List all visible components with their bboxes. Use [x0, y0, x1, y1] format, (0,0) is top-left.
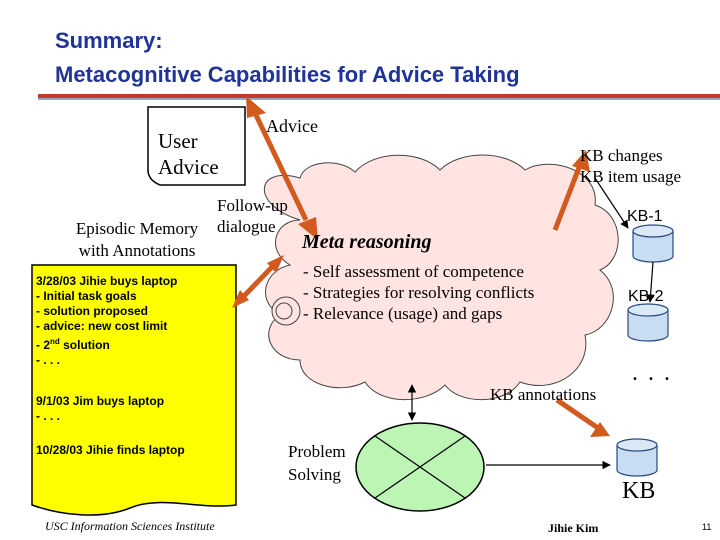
- slide-title: Summary: Metacognitive Capabilities for …: [55, 24, 520, 92]
- episode-1-item-4-post: solution: [59, 338, 110, 352]
- episode-entry-3: 10/28/03 Jihie finds laptop: [36, 443, 185, 458]
- episode-1-item: - 2nd solution: [36, 334, 177, 353]
- episode-entry-1: 3/28/03 Jihie buys laptop - Initial task…: [36, 274, 177, 368]
- kb-changes-label: KB changes KB item usage: [580, 145, 681, 187]
- follow-up-line-1: Follow-up: [217, 196, 288, 215]
- kb-annotations-arrow: [555, 397, 610, 437]
- user-advice-document: [147, 106, 246, 186]
- kb-label: KB: [622, 478, 656, 504]
- episodic-memory-label: Episodic Memory with Annotations: [62, 218, 212, 262]
- follow-up-line-2: dialogue: [217, 217, 276, 236]
- kb-changes-line-2: KB item usage: [580, 167, 682, 186]
- meta-reasoning-list: - Self assessment of competence - Strate…: [303, 261, 534, 324]
- meta-reasoning-item: - Strategies for resolving conflicts: [303, 283, 535, 302]
- episode-1-more: - . . .: [36, 353, 60, 367]
- advice-label: Advice: [266, 116, 318, 136]
- meta-reasoning-item: - Self assessment of competence: [303, 262, 524, 281]
- arrow-kb1-to-kb2: [646, 261, 655, 303]
- episodic-memory-arrow: [232, 255, 284, 308]
- kb-cylinder: [616, 438, 658, 477]
- episodic-line-2: with Annotations: [78, 241, 196, 260]
- kb-dots: . . .: [632, 360, 672, 386]
- episodic-line-1: Episodic Memory: [75, 219, 199, 238]
- episode-1-item-4-pre: - 2: [36, 338, 51, 352]
- episode-entry-2: 9/1/03 Jim buys laptop - . . .: [36, 394, 164, 424]
- meta-reasoning-item: - Relevance (usage) and gaps: [303, 304, 503, 323]
- footer-institute: USC Information Sciences Institute: [45, 519, 215, 533]
- title-line-1: Summary:: [55, 28, 163, 53]
- episodic-memory-document: [31, 264, 237, 516]
- episode-1-item: - Initial task goals: [36, 289, 137, 303]
- meta-reasoning-cloud: [263, 154, 619, 401]
- footer-author: Jihie Kim: [548, 521, 599, 535]
- kb1-cylinder: [632, 224, 674, 263]
- kb-annotations-label: KB annotations: [490, 385, 597, 404]
- meta-reasoning-heading: Meta reasoning: [302, 231, 432, 253]
- episode-1-heading: 3/28/03 Jihie buys laptop: [36, 274, 178, 288]
- episode-1-item: - advice: new cost limit: [36, 319, 168, 333]
- episode-1-item: - solution proposed: [36, 304, 148, 318]
- episode-2-more: - . . .: [36, 409, 60, 423]
- title-divider-shadow: [38, 98, 720, 100]
- problem-solving-line-1: Problem: [288, 442, 346, 461]
- arrow-kb-item-usage: [594, 177, 629, 229]
- kb1-label: KB-1: [627, 208, 663, 225]
- kb2-label: KB-2: [628, 288, 664, 305]
- kb-changes-arrow: [552, 150, 590, 231]
- title-divider: [38, 94, 720, 98]
- kb-changes-line-1: KB changes: [580, 146, 663, 165]
- problem-solving-label: Problem Solving: [288, 440, 346, 486]
- title-line-2: Metacognitive Capabilities for Advice Ta…: [55, 62, 520, 87]
- user-advice-line-1: User: [158, 129, 198, 153]
- user-advice-line-2: Advice: [158, 155, 219, 179]
- thought-bubble-small: [275, 302, 293, 320]
- ellipse-cross-2: [374, 435, 466, 499]
- episode-3-heading: 10/28/03 Jihie finds laptop: [36, 443, 185, 457]
- episode-1-item-4-sup: nd: [50, 337, 60, 346]
- advice-arrow: [246, 96, 318, 240]
- page-number: 11: [702, 522, 712, 532]
- kb2-cylinder: [627, 303, 669, 342]
- episode-2-heading: 9/1/03 Jim buys laptop: [36, 394, 165, 408]
- user-advice-label: User Advice: [158, 128, 219, 180]
- problem-solving-line-2: Solving: [288, 465, 341, 484]
- follow-up-dialogue-label: Follow-up dialogue: [217, 195, 288, 237]
